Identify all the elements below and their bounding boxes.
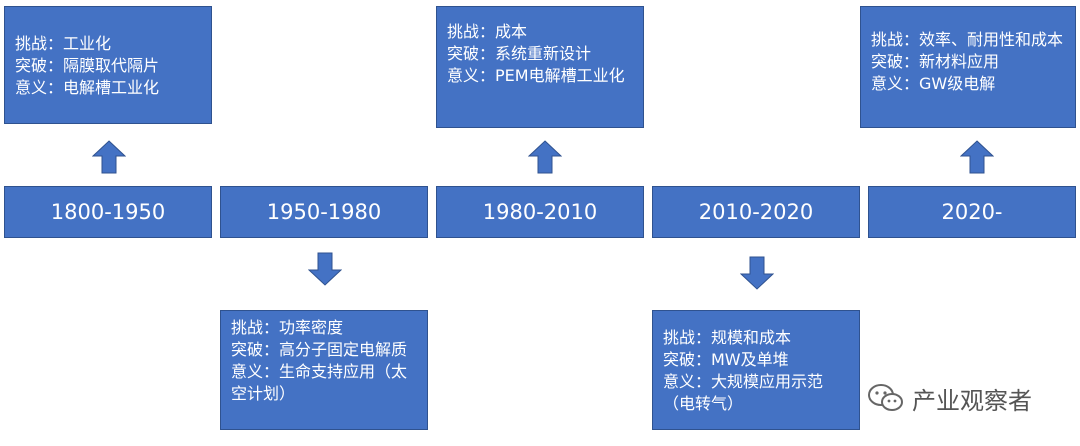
significance-text: 意义：电解槽工业化 <box>15 78 160 97</box>
era-box-2020: 2020- <box>868 186 1076 238</box>
challenge-text: 挑战：功率密度 <box>231 318 344 337</box>
challenge-text: 挑战：成本 <box>447 22 528 41</box>
info-card-1980-2010: 挑战：成本 突破：系统重新设计 意义：PEM电解槽工业化 <box>436 6 644 128</box>
challenge-text: 挑战：规模和成本 <box>663 328 792 347</box>
info-card-1950-1980: 挑战：功率密度 突破：高分子固定电解质 意义：生命支持应用（太空计划） <box>220 310 428 430</box>
watermark: 产业观察者 <box>866 378 1032 418</box>
breakthrough-text: 突破：高分子固定电解质 <box>231 340 408 359</box>
breakthrough-text: 突破：新材料应用 <box>871 52 1000 71</box>
era-box-1800-1950: 1800-1950 <box>4 186 212 238</box>
info-card-2020: 挑战：效率、耐用性和成本 突破：新材料应用 意义：GW级电解 <box>860 6 1076 128</box>
info-card-2010-2020: 挑战：规模和成本 突破：MW及单堆 意义：大规模应用示范（电转气） <box>652 310 860 430</box>
significance-text: 意义：生命支持应用（太空计划） <box>231 362 408 403</box>
breakthrough-text: 突破：系统重新设计 <box>447 44 592 63</box>
significance-text: 意义：大规模应用示范（电转气） <box>663 372 824 413</box>
breakthrough-text: 突破：MW及单堆 <box>663 350 789 369</box>
arrow-up-icon <box>92 140 126 174</box>
arrow-up-icon <box>960 140 994 174</box>
info-card-1800-1950: 挑战：工业化 突破：隔膜取代隔片 意义：电解槽工业化 <box>4 6 212 124</box>
significance-text: 意义：PEM电解槽工业化 <box>447 66 625 85</box>
watermark-text: 产业观察者 <box>912 386 1032 415</box>
wechat-icon <box>868 384 903 411</box>
arrow-up-icon <box>528 140 562 174</box>
challenge-text: 挑战：效率、耐用性和成本 <box>871 30 1064 49</box>
breakthrough-text: 突破：隔膜取代隔片 <box>15 56 160 75</box>
arrow-down-icon <box>308 252 342 286</box>
era-box-1980-2010: 1980-2010 <box>436 186 644 238</box>
arrow-down-icon <box>740 256 774 290</box>
era-box-1950-1980: 1950-1980 <box>220 186 428 238</box>
significance-text: 意义：GW级电解 <box>871 74 996 93</box>
era-box-2010-2020: 2010-2020 <box>652 186 860 238</box>
challenge-text: 挑战：工业化 <box>15 34 112 53</box>
